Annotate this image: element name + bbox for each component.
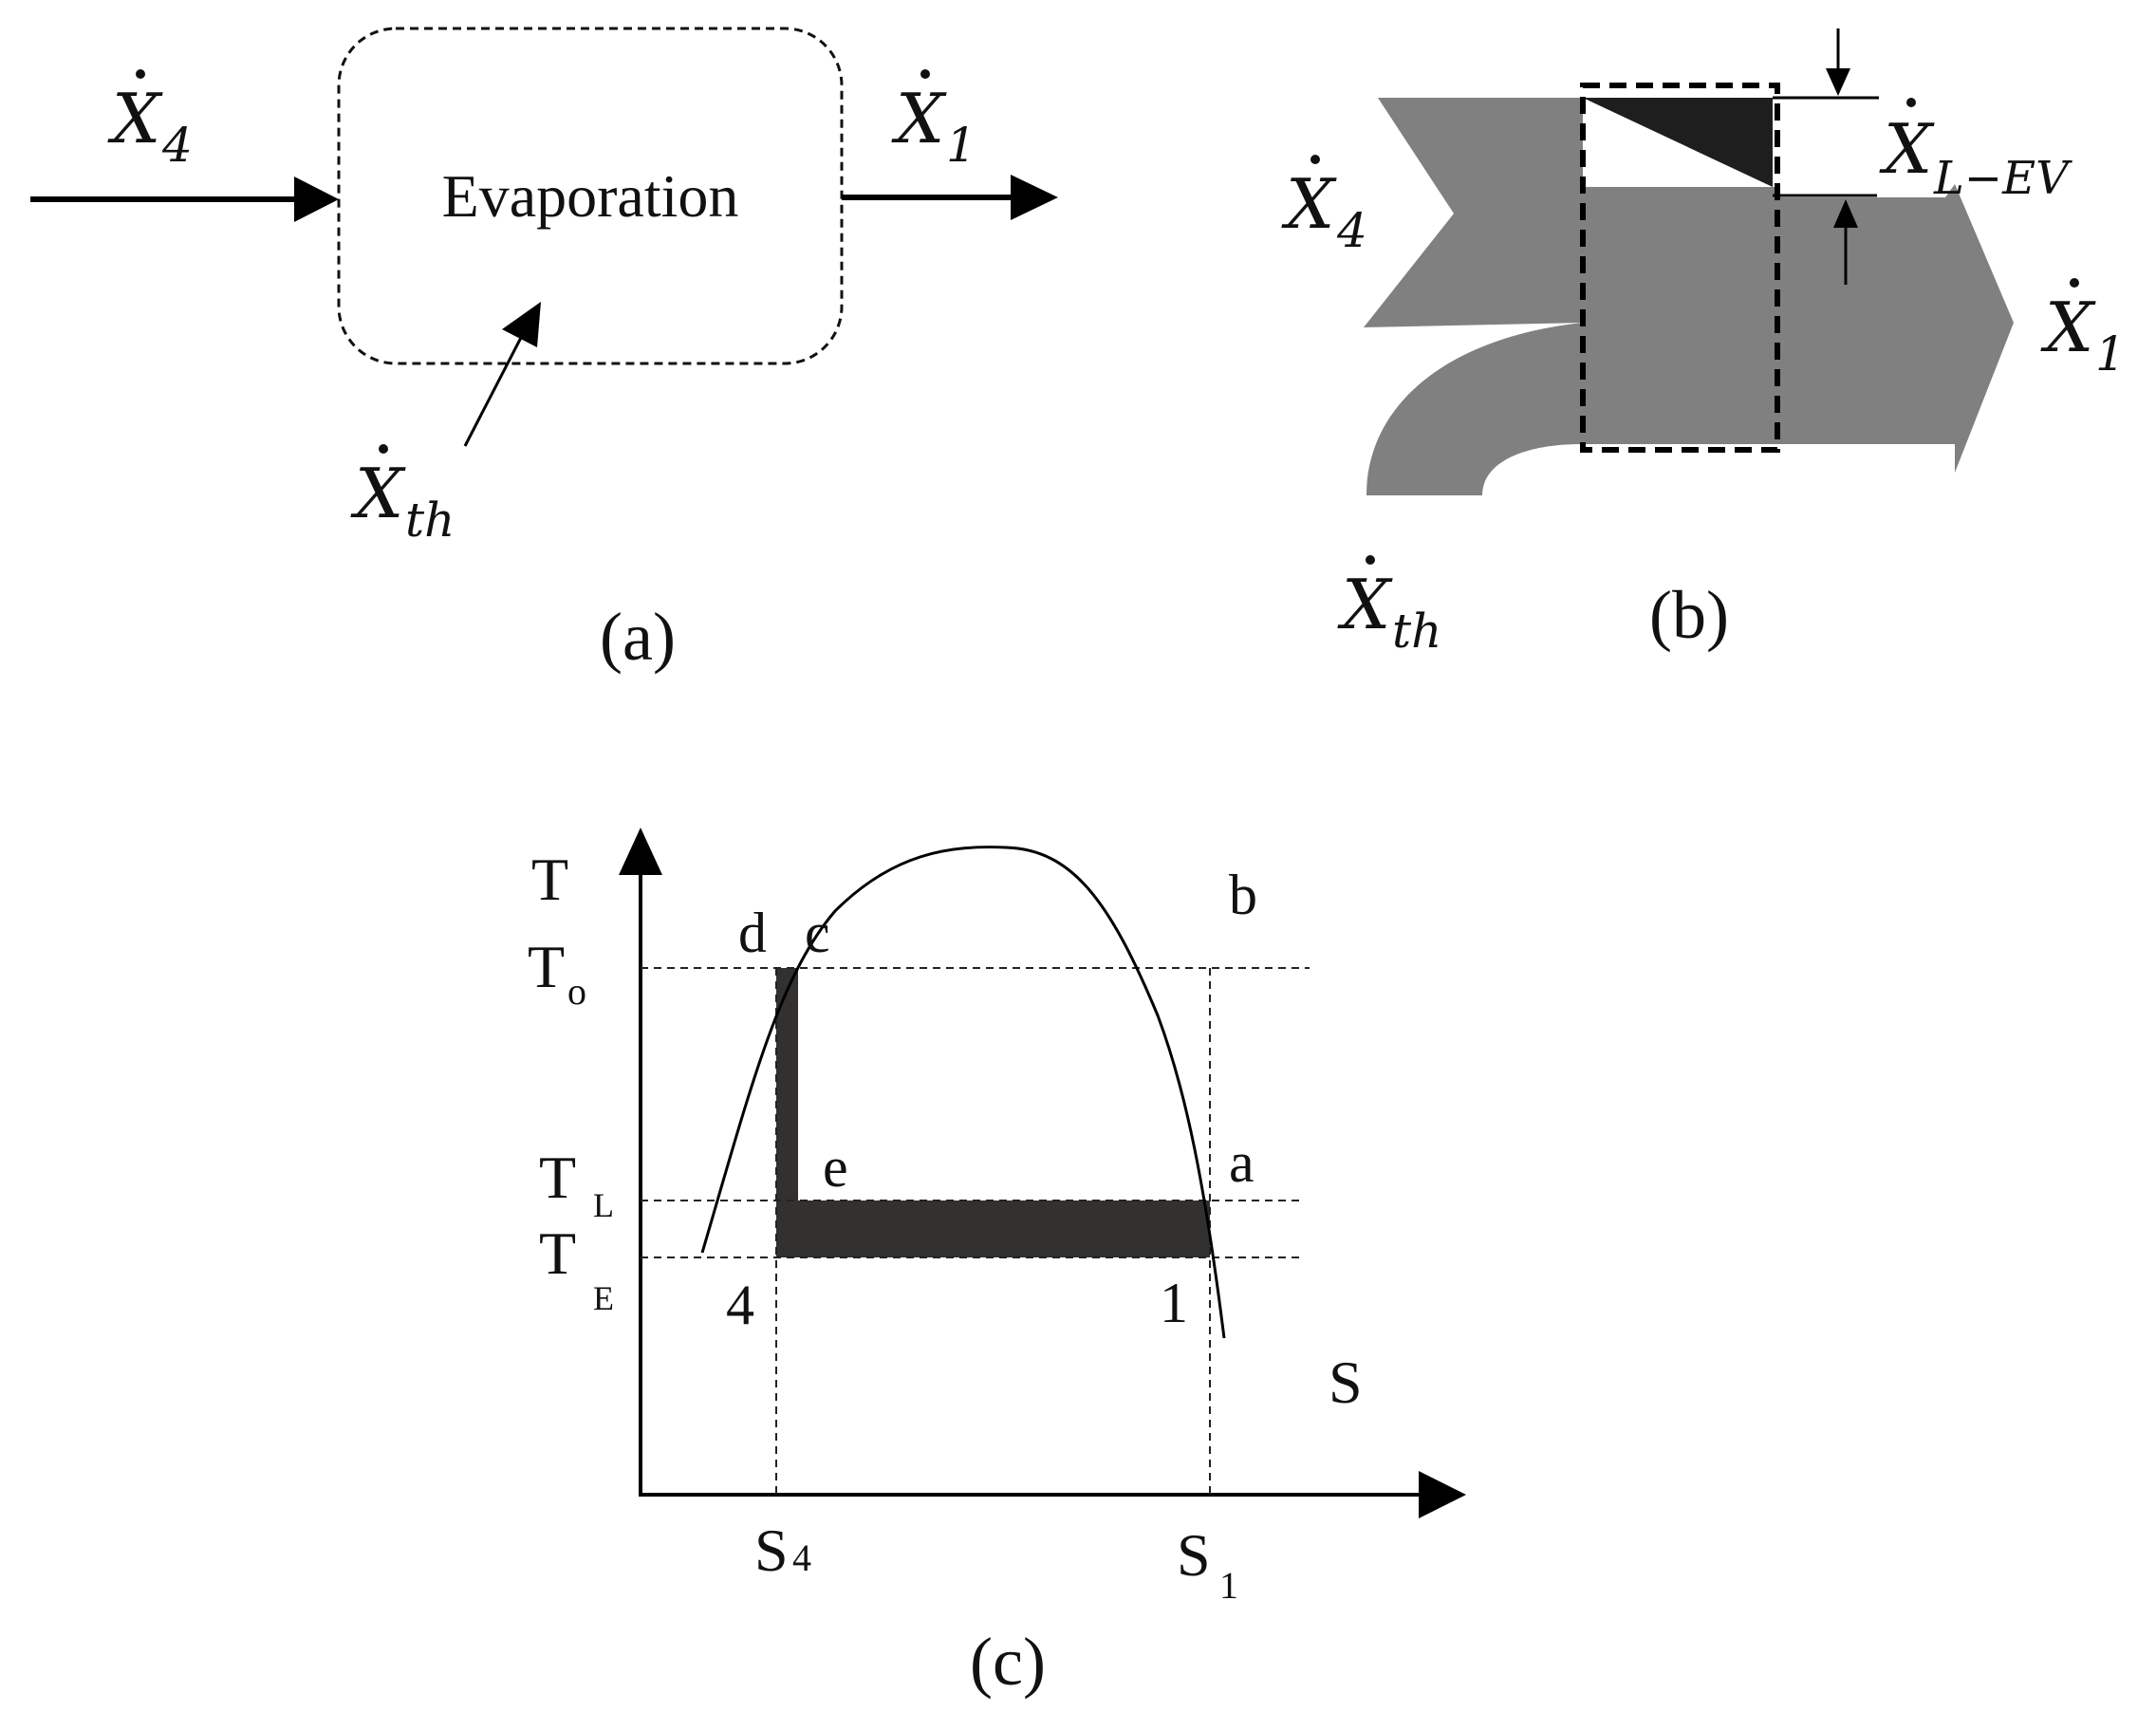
inflow-arrow-head (294, 177, 339, 222)
point-1-label: 1 (1160, 1272, 1188, 1334)
loss-arrow-up-head (1833, 199, 1858, 228)
svg-text:4: 4 (792, 1536, 811, 1579)
outflow-exergy-label: X 1 (891, 69, 976, 173)
exergy-loss-region (776, 968, 1210, 1257)
heat-exergy-band (1366, 323, 1583, 495)
svg-text:th: th (1392, 604, 1441, 659)
temp-label-ambient: T o (528, 933, 586, 1013)
time-derivative-dot (920, 69, 930, 79)
svg-text:L: L (593, 1186, 614, 1224)
point-a-label: a (1229, 1131, 1255, 1194)
svg-text:X: X (1281, 164, 1337, 244)
svg-text:o: o (567, 970, 586, 1013)
time-derivative-dot (1366, 555, 1375, 565)
point-4-label: 4 (726, 1274, 754, 1336)
svg-text:E: E (593, 1279, 614, 1317)
heat-arrow-shaft (463, 329, 527, 447)
panel-b-caption: (b) (1649, 577, 1729, 653)
x-axis-arrow-head (1419, 1471, 1466, 1518)
svg-text:X: X (350, 454, 406, 533)
svg-text:X: X (107, 79, 163, 158)
svg-text:X: X (891, 79, 947, 158)
panel-c-caption: (c) (970, 1624, 1046, 1700)
svg-text:1: 1 (1219, 1564, 1238, 1607)
inflow-exergy-label: X 4 (1281, 155, 1367, 258)
entropy-label-1: S 1 (1177, 1521, 1238, 1607)
svg-text:th: th (405, 493, 455, 548)
svg-text:X: X (2040, 288, 2096, 367)
x-axis-label: S (1329, 1349, 1363, 1416)
svg-text:X: X (1879, 109, 1935, 189)
inflow-exergy-label: X 4 (107, 69, 193, 173)
evaporation-label: Evaporation (442, 162, 739, 230)
svg-text:X: X (1337, 565, 1393, 644)
svg-text:S: S (754, 1517, 789, 1584)
time-derivative-dot (1906, 98, 1916, 107)
y-axis-label: T (531, 846, 568, 913)
loss-arrow-down-head (1826, 68, 1850, 96)
temp-label-evaporation: T E (539, 1219, 614, 1317)
svg-text:1: 1 (2095, 326, 2126, 382)
time-derivative-dot (379, 444, 388, 454)
panel-a: Evaporation X 4 X 1 X th (a) (30, 27, 1058, 675)
svg-text:1: 1 (946, 118, 976, 173)
panel-a-caption: (a) (600, 599, 676, 675)
time-derivative-dot (2070, 278, 2079, 288)
guide-lines (641, 967, 1310, 1495)
heat-exergy-label: X th (1337, 555, 1441, 659)
panel-c: T S T o T L T E S 4 S 1 d c b e a 4 1 (528, 828, 1466, 1700)
svg-text:T: T (539, 1219, 576, 1287)
panel-b: X L−EV X 4 X 1 X th (b) (1281, 28, 2126, 659)
heat-arrow-head (502, 302, 541, 347)
outflow-exergy-band (1583, 184, 2014, 473)
point-c-label: c (805, 902, 830, 964)
svg-text:4: 4 (161, 118, 193, 173)
point-d-label: d (738, 902, 767, 964)
svg-text:S: S (1177, 1521, 1211, 1589)
entropy-label-4: S 4 (754, 1517, 811, 1584)
svg-text:L−EV: L−EV (1933, 152, 2072, 205)
loss-exergy-label: X L−EV (1879, 98, 2072, 205)
outflow-exergy-label: X 1 (2040, 278, 2126, 382)
y-axis-arrow-head (619, 828, 662, 875)
outflow-arrow-head (1011, 175, 1058, 220)
point-e-label: e (823, 1136, 848, 1199)
inflow-exergy-band (1364, 98, 1583, 327)
point-b-label: b (1229, 864, 1257, 926)
svg-text:T: T (539, 1144, 576, 1211)
svg-text:T: T (528, 933, 565, 1000)
time-derivative-dot (1310, 155, 1320, 164)
time-derivative-dot (136, 69, 145, 79)
exergy-loss-wedge (1583, 98, 1773, 187)
svg-text:4: 4 (1336, 203, 1367, 258)
saturation-dome-curve (700, 846, 1226, 1339)
control-volume-box (1580, 83, 1780, 453)
heat-exergy-label: X th (350, 444, 455, 548)
temp-label-low: T L (539, 1144, 614, 1224)
